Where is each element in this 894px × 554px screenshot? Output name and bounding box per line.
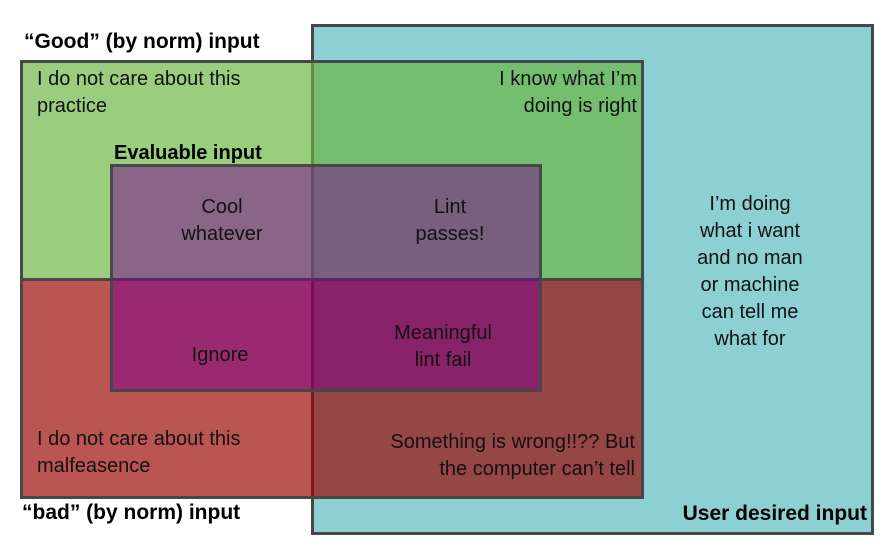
region-text-evaluable-bad: Ignore — [191, 344, 249, 366]
region-text-bad-and-user: Something is wrong!!?? But the computer … — [390, 431, 635, 480]
region-text-evaluable-good-user: Lint passes! — [415, 196, 485, 245]
user-desired-input-label: User desired input — [682, 502, 867, 525]
region-text-evaluable-bad-user: Meaningful lint fail — [394, 322, 492, 371]
evaluable-input-rect — [110, 164, 542, 392]
good-input-label: “Good” (by norm) input — [24, 30, 260, 53]
region-text-good-and-user: I know what I’m doing is right — [499, 68, 637, 117]
region-text-bad-only: I do not care about this malfeasence — [37, 428, 241, 477]
region-text-good-only: I do not care about this practice — [37, 68, 241, 117]
evaluable-input-label: Evaluable input — [114, 142, 262, 164]
bad-input-label: “bad” (by norm) input — [22, 501, 241, 524]
region-text-user-only: I’m doing what i want and no man or mach… — [697, 193, 803, 350]
region-text-evaluable-good: Cool whatever — [181, 196, 263, 245]
